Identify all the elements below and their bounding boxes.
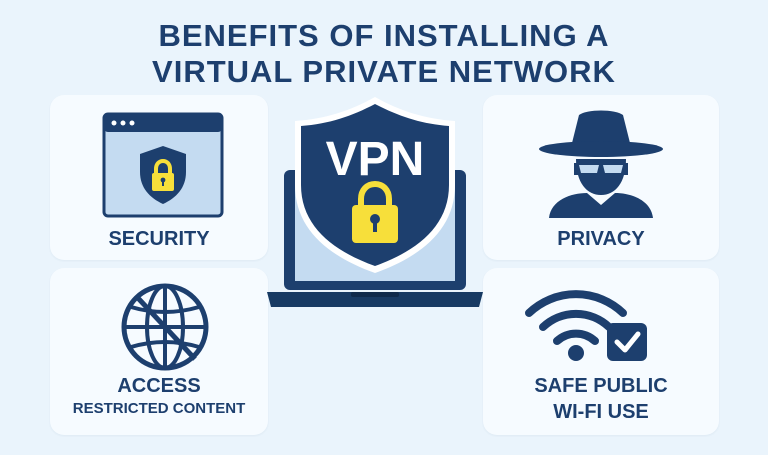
wifi-card: Safe Public Wi-Fi Use (483, 268, 719, 435)
access-card: Access Restricted Content (50, 268, 268, 435)
vpn-text: VPN (326, 133, 425, 186)
wifi-label-line-1: Safe Public (534, 375, 668, 397)
access-label: Access (117, 375, 201, 397)
padlock-icon (352, 180, 398, 243)
page-title-line-1: Benefits of Installing a (158, 18, 610, 53)
privacy-label: Privacy (557, 228, 645, 250)
access-sublabel: Restricted Content (72, 400, 246, 417)
browser-shield-lock-icon (102, 112, 224, 218)
page-title-line-2: Virtual Private Network (152, 54, 616, 89)
security-label: Security (108, 228, 210, 250)
security-card: Security (50, 95, 268, 260)
vpn-laptop-illustration: VPN (267, 97, 483, 307)
wifi-check-icon (525, 290, 647, 361)
globe-icon (121, 283, 209, 371)
privacy-card: Privacy (483, 95, 719, 260)
incognito-spy-icon (539, 110, 663, 218)
wifi-label-line-2: Wi-Fi Use (553, 401, 649, 423)
